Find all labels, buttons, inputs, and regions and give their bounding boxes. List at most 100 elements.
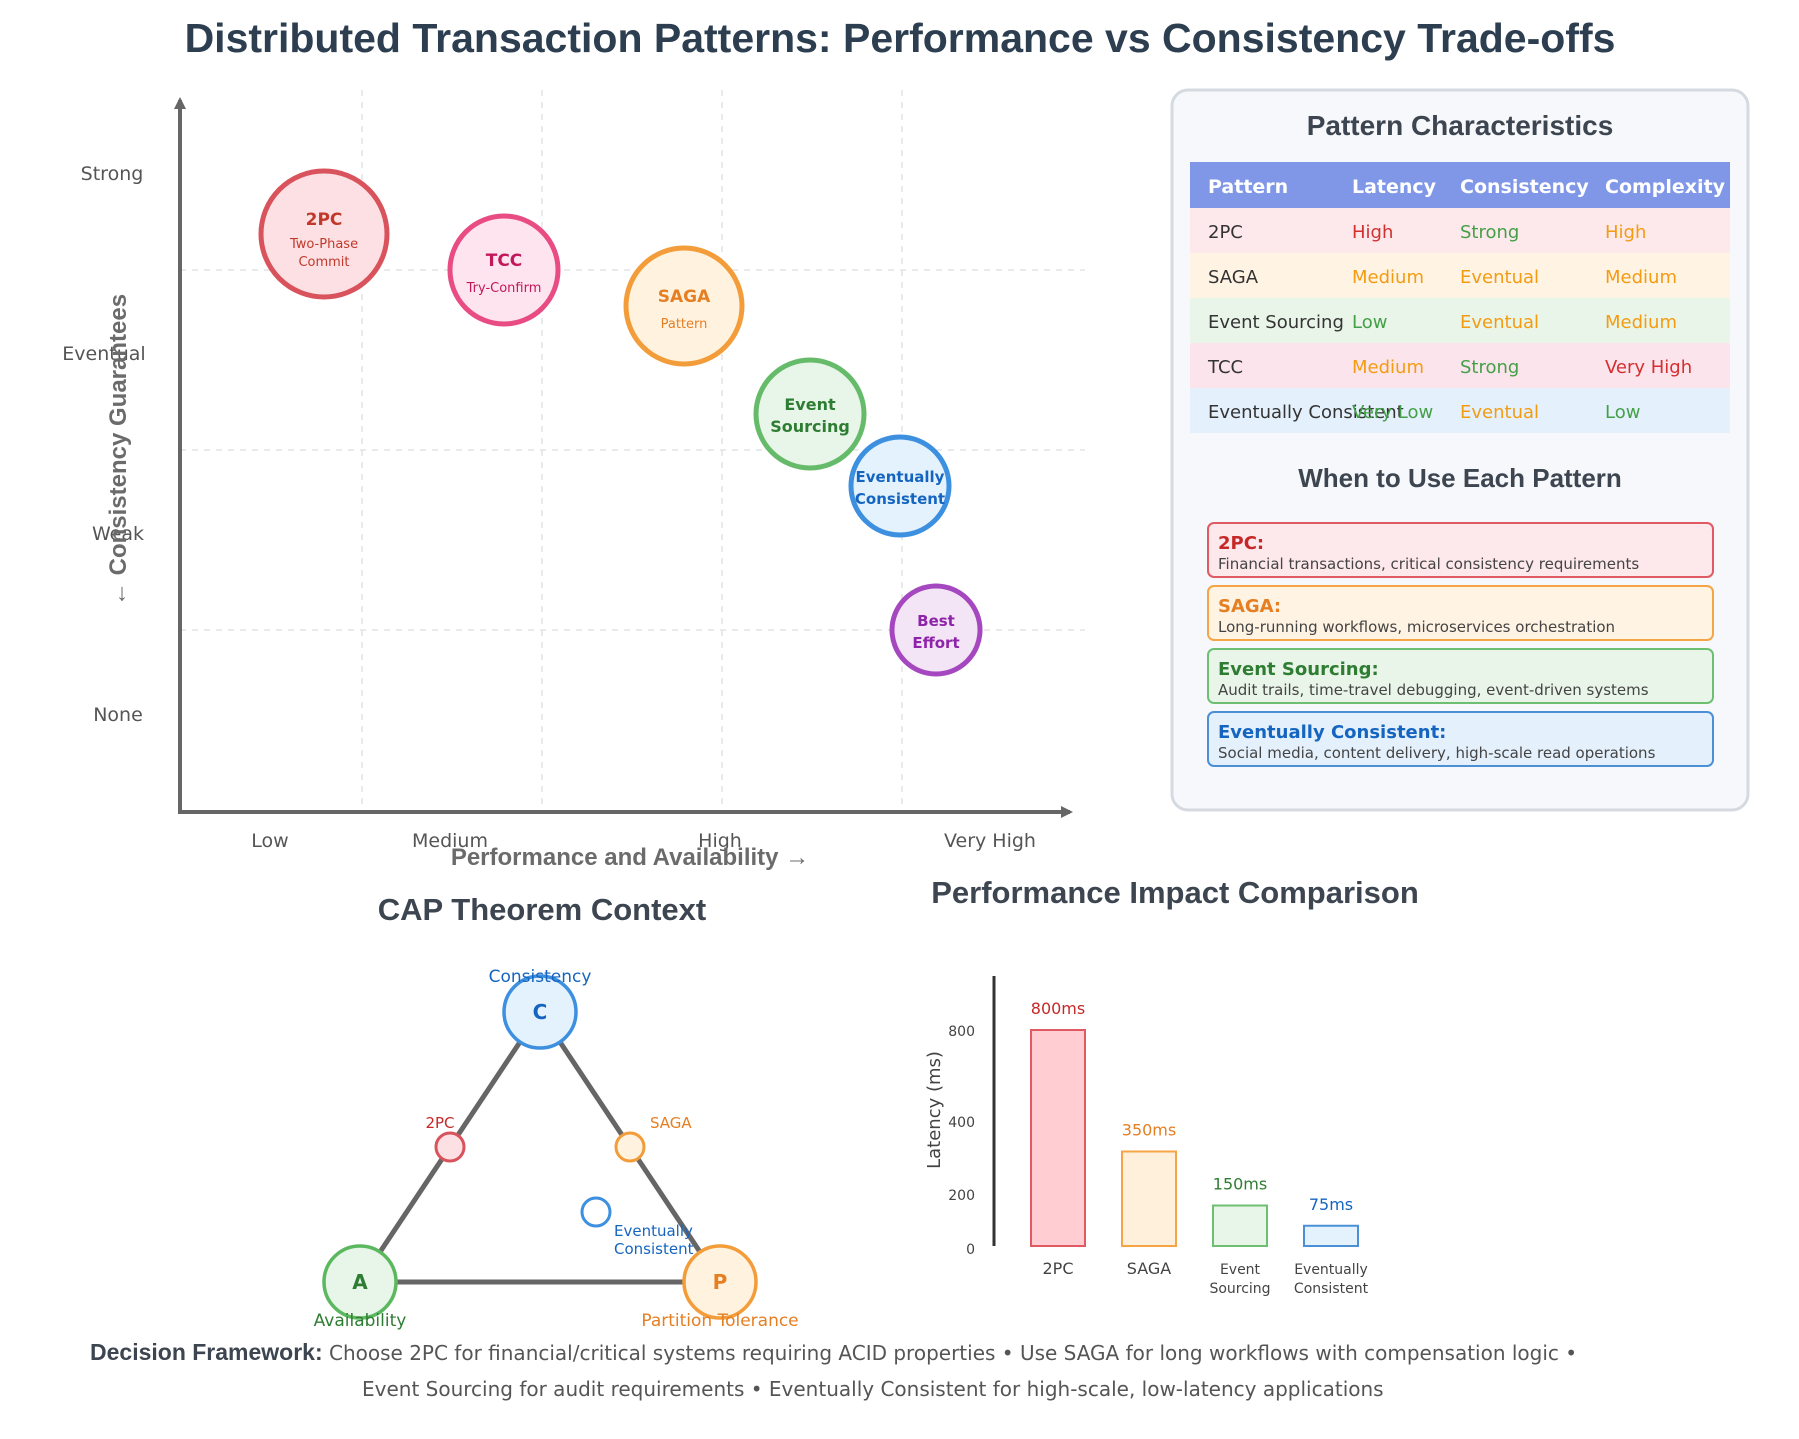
table-cell: High bbox=[1352, 222, 1393, 243]
bar-y-tick: 0 bbox=[966, 1242, 975, 1258]
y-tick-weak: Weak bbox=[92, 523, 144, 545]
tradeoff-chart: Strong Eventual Weak None ← Consistency … bbox=[62, 90, 1085, 871]
bubble-event-sourcing-circle bbox=[753, 357, 867, 471]
use-case-desc: Long-running workflows, microservices or… bbox=[1218, 618, 1615, 636]
table-cell: TCC bbox=[1207, 357, 1243, 378]
cap-node-consistency-circle bbox=[502, 974, 578, 1050]
use-case-card-bg bbox=[1207, 522, 1714, 578]
bubble-eventually-consistent-circle bbox=[848, 434, 952, 538]
cap-heading: CAP Theorem Context bbox=[378, 892, 706, 927]
table-row-bg bbox=[1190, 343, 1730, 388]
bar-y-tick: 400 bbox=[948, 1115, 975, 1131]
table-row: TCC Medium Strong Very High bbox=[1190, 343, 1730, 388]
x-tick-very-high: Very High bbox=[944, 830, 1036, 852]
table-cell: SAGA bbox=[1208, 267, 1259, 288]
use-case-title: Event Sourcing: bbox=[1218, 659, 1379, 680]
use-case-title: SAGA: bbox=[1218, 596, 1281, 617]
table-cell: 2PC bbox=[1208, 222, 1243, 243]
x-tick-low: Low bbox=[251, 830, 288, 852]
bars-layer: 800ms2PC350msSAGA150msEventSourcing75msE… bbox=[1030, 999, 1369, 1297]
decision-framework-label: Decision Framework: bbox=[90, 1339, 323, 1365]
table-cell: Medium bbox=[1352, 267, 1424, 288]
cap-node-consistency-label: Consistency bbox=[489, 967, 592, 987]
cap-node-partition-tolerance: P Partition Tolerance bbox=[641, 1244, 799, 1331]
table-row-bg bbox=[1190, 298, 1730, 343]
cap-pattern-2pc-label: 2PC bbox=[425, 1114, 454, 1132]
table-cell: High bbox=[1605, 222, 1646, 243]
bubble-tcc-sub: Try-Confirm bbox=[466, 281, 542, 296]
decision-framework-line-2: Event Sourcing for audit requirements • … bbox=[362, 1377, 1384, 1401]
use-case-card: Event Sourcing: Audit trails, time-trave… bbox=[1207, 648, 1714, 704]
performance-heading: Performance Impact Comparison bbox=[931, 875, 1419, 910]
cap-node-availability: A Availability bbox=[314, 1244, 407, 1331]
characteristics-table: Pattern Latency Consistency Complexity 2… bbox=[1190, 162, 1730, 433]
bubble-eventually-consistent-line-2: Consistent bbox=[855, 490, 945, 508]
bar-2 bbox=[1212, 1204, 1268, 1247]
table-cell: Strong bbox=[1460, 357, 1519, 378]
cap-node-availability-circle bbox=[322, 1244, 398, 1320]
use-case-title: Eventually Consistent: bbox=[1218, 722, 1446, 743]
table-cell: Low bbox=[1352, 312, 1387, 333]
bar-category-label: Eventually bbox=[1294, 1262, 1368, 1278]
bubble-eventually-consistent-line-1: Eventually bbox=[856, 468, 945, 486]
bar-y-tick: 200 bbox=[948, 1188, 975, 1204]
bubble-event-sourcing: Event Sourcing bbox=[753, 357, 867, 471]
use-case-card: SAGA: Long-running workflows, microservi… bbox=[1207, 585, 1714, 641]
bar-value-label: 75ms bbox=[1309, 1195, 1353, 1214]
use-case-card: Eventually Consistent: Social media, con… bbox=[1207, 711, 1714, 767]
cap-node-partition-label: Partition Tolerance bbox=[641, 1311, 798, 1331]
bar-y-axis-label: Latency (ms) bbox=[924, 1051, 945, 1169]
characteristics-heading: Pattern Characteristics bbox=[1307, 110, 1614, 141]
table-header-consistency: Consistency bbox=[1460, 176, 1589, 198]
cap-pattern-saga-dot bbox=[614, 1131, 646, 1163]
table-cell: Eventual bbox=[1460, 312, 1539, 333]
table-cell: Medium bbox=[1605, 312, 1677, 333]
use-case-card: 2PC: Financial transactions, critical co… bbox=[1207, 522, 1714, 578]
x-tick-high: High bbox=[698, 830, 742, 852]
bubble-saga-label: SAGA bbox=[658, 287, 711, 307]
table-cell: Eventually Consistent bbox=[1208, 402, 1404, 423]
table-cell: Very High bbox=[1605, 357, 1692, 378]
cap-node-availability-label: Availability bbox=[314, 1311, 407, 1331]
use-case-desc: Social media, content delivery, high-sca… bbox=[1218, 744, 1656, 762]
bubble-saga-circle bbox=[623, 245, 745, 367]
cap-pattern-2pc: 2PC bbox=[425, 1114, 466, 1163]
table-cell: Strong bbox=[1460, 222, 1519, 243]
bubble-event-sourcing-line-1: Event bbox=[784, 395, 836, 414]
bar-value-label: 800ms bbox=[1031, 999, 1085, 1018]
bubble-2pc: 2PC Two-Phase Commit bbox=[258, 168, 390, 300]
use-case-title: 2PC: bbox=[1218, 533, 1264, 554]
decision-framework-line-1: Choose 2PC for financial/critical system… bbox=[329, 1341, 1578, 1365]
y-tick-eventual: Eventual bbox=[62, 343, 145, 365]
table-cell: Medium bbox=[1605, 267, 1677, 288]
table-row-bg bbox=[1190, 253, 1730, 298]
table-row: Event Sourcing Low Eventual Medium bbox=[1190, 298, 1730, 343]
use-case-desc: Audit trails, time-travel debugging, eve… bbox=[1218, 681, 1649, 699]
use-case-card-bg bbox=[1207, 648, 1714, 704]
use-cases-heading: When to Use Each Pattern bbox=[1298, 463, 1622, 493]
bar-category-label: SAGA bbox=[1127, 1259, 1172, 1278]
table-header-pattern: Pattern bbox=[1208, 176, 1288, 198]
bar-category-label: 2PC bbox=[1043, 1259, 1074, 1278]
bubble-best-effort-line-1: Best bbox=[917, 612, 955, 630]
cap-pattern-saga-label: SAGA bbox=[650, 1114, 692, 1132]
use-case-card-bg bbox=[1207, 585, 1714, 641]
bubble-event-sourcing-line-2: Sourcing bbox=[770, 417, 850, 436]
table-cell: Event Sourcing bbox=[1208, 312, 1344, 333]
cap-node-availability-letter: A bbox=[352, 1270, 368, 1294]
cap-pattern-eventually-consistent: Eventually Consistent bbox=[580, 1196, 694, 1258]
bubble-2pc-circle bbox=[258, 168, 390, 300]
table-row-bg bbox=[1190, 208, 1730, 253]
y-tick-strong: Strong bbox=[81, 163, 144, 185]
table-row: 2PC High Strong High bbox=[1190, 208, 1730, 253]
bubble-best-effort: Best Effort bbox=[889, 583, 983, 677]
table-row: Eventually Consistent Very Low Eventual … bbox=[1190, 388, 1730, 433]
table-cell: Very Low bbox=[1352, 402, 1433, 423]
table-row-bg bbox=[1190, 388, 1730, 433]
bar-3 bbox=[1303, 1224, 1359, 1247]
x-axis-title: Performance and Availability → bbox=[451, 844, 809, 871]
page-title: Distributed Transaction Patterns: Perfor… bbox=[185, 15, 1616, 61]
bar-1 bbox=[1121, 1150, 1177, 1247]
bar-value-label: 150ms bbox=[1213, 1175, 1267, 1194]
table-header-latency: Latency bbox=[1352, 176, 1437, 198]
